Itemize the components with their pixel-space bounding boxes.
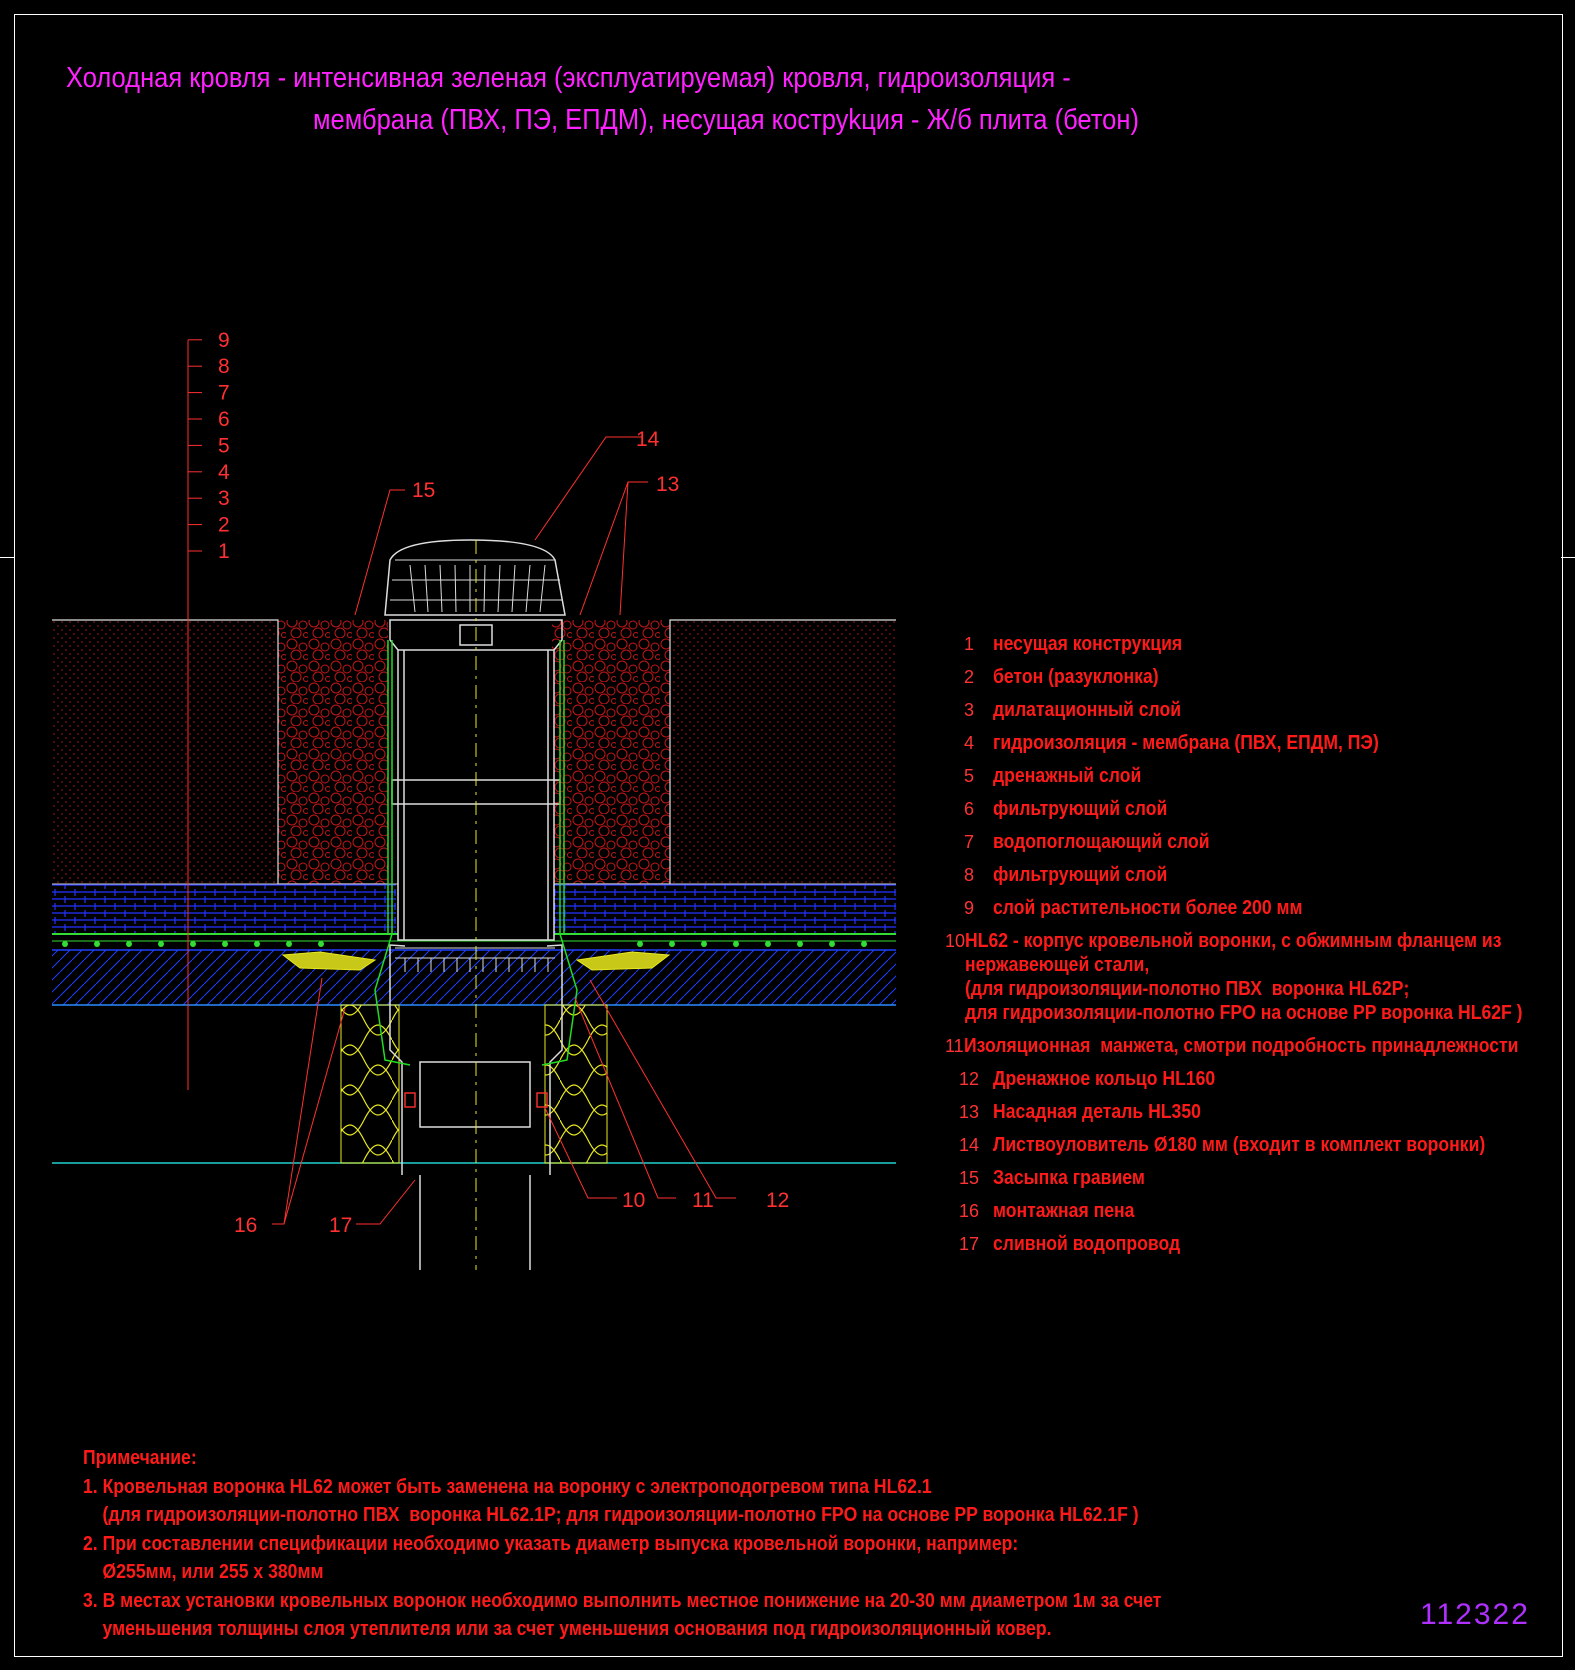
legend-number: 3 [963, 700, 974, 720]
callout-14: 14 [636, 428, 660, 451]
legend-text: монтажная пена [993, 1200, 1135, 1222]
scale-label: 8 [218, 355, 230, 378]
legend-text: слой растительности более 200 мм [993, 897, 1303, 919]
legend-item: 17 сливной водопровод [945, 1232, 1565, 1256]
legend-number: 1 [963, 634, 974, 654]
legend-item: 13 Насадная деталь HL350 [945, 1100, 1565, 1124]
callout-12: 12 [766, 1189, 789, 1212]
callout-16: 16 [234, 1214, 257, 1237]
legend-item: 3 дилатационный слой [945, 698, 1565, 722]
drawing-code: 112322 [1420, 1598, 1530, 1631]
legend-number: 7 [963, 832, 974, 852]
legend-number: 13 [958, 1102, 980, 1122]
scale-label: 3 [218, 487, 230, 510]
note-1b: (для гидроизоляции-полотно ПВХ воронка H… [83, 1504, 1139, 1526]
legend-text: сливной водопровод [993, 1233, 1181, 1255]
legend-text: Изоляционная манжета, смотри подробность… [963, 1035, 1519, 1057]
legend-text: дилатационный слой [993, 699, 1182, 721]
legend-text: HL62 - корпус кровельной воронки, с обжи… [965, 930, 1523, 1024]
legend-text: дренажный слой [993, 765, 1142, 787]
legend-text: Засыпка гравием [993, 1167, 1145, 1189]
scale-label: 4 [218, 461, 230, 484]
scale-label: 1 [218, 540, 230, 563]
callout-17: 17 [329, 1214, 352, 1237]
legend-item: 9 слой растительности более 200 мм [945, 896, 1565, 920]
callout-10: 10 [622, 1189, 645, 1212]
scale-label: 6 [218, 408, 230, 431]
title-line-2: мембрана (ПВХ, ПЭ, ЕПДМ), несущая костру… [313, 104, 1139, 136]
legend-number: 17 [958, 1234, 980, 1254]
legend-number: 6 [963, 799, 974, 819]
legend-item: 6 фильтрующий слой [945, 797, 1565, 821]
legend-item: 8 фильтрующий слой [945, 863, 1565, 887]
legend-number: 4 [963, 733, 974, 753]
legend-item: 15 Засыпка гравием [945, 1166, 1565, 1190]
legend-number: 11 [945, 1036, 964, 1056]
legend-text: Дренажное кольцо HL160 [993, 1068, 1216, 1090]
title-line-1: Холодная кровля - интенсивная зеленая (э… [66, 62, 1071, 94]
note-2b: Ø255мм, или 255 x 380мм [83, 1561, 324, 1583]
legend-number: 15 [958, 1168, 980, 1188]
frame-tick-right [1561, 557, 1575, 558]
scale-label: 9 [218, 329, 230, 352]
callout-15: 15 [412, 479, 435, 502]
legend-item: 1 несущая конструкция [945, 632, 1565, 656]
legend-item: 12 Дренажное кольцо HL160 [945, 1067, 1565, 1091]
legend-text: фильтрующий слой [993, 798, 1168, 820]
legend-number: 2 [963, 667, 974, 687]
notes-heading: Примечание: [83, 1447, 197, 1469]
legend: 1 несущая конструкция 2 бетон (разуклонка) 3… [945, 632, 1565, 1265]
legend-text: водопоглощающий слой [993, 831, 1210, 853]
legend-number: 5 [963, 766, 974, 786]
legend-item: 7 водопоглощающий слой [945, 830, 1565, 854]
legend-number: 16 [958, 1201, 980, 1221]
legend-number: 10 [945, 931, 966, 951]
legend-text: Листвоуловитель Ø180 мм (входит в компле… [993, 1134, 1486, 1156]
legend-item: 16 монтажная пена [945, 1199, 1565, 1223]
notes: Примечание: 1. Кровельная воронка HL62 м… [83, 1444, 1308, 1644]
legend-text: фильтрующий слой [993, 864, 1168, 886]
note-3a: 3. В местах установки кровельных воронок… [83, 1589, 1162, 1612]
legend-text: бетон (разуклонка) [993, 666, 1159, 688]
note-2a: 2. При составлении спецификации необходи… [83, 1532, 1019, 1555]
legend-item: 5 дренажный слой [945, 764, 1565, 788]
scale-label: 2 [218, 514, 230, 537]
legend-item: 2 бетон (разуклонка) [945, 665, 1565, 689]
note-3b: уменьшения толщины слоя утеплителя или з… [83, 1618, 1052, 1640]
scale-label: 5 [218, 434, 230, 457]
legend-item: 4 гидроизоляция - мембрана (ПВХ, ЕПДМ, ПЭ… [945, 731, 1565, 755]
legend-number: 8 [963, 865, 974, 885]
frame-tick-left [0, 557, 14, 558]
note-1a: 1. Кровельная воронка HL62 может быть за… [83, 1475, 932, 1498]
legend-item: 14 Листвоуловитель Ø180 мм (входит в комп… [945, 1133, 1565, 1157]
legend-number: 9 [963, 898, 974, 918]
legend-text: гидроизоляция - мембрана (ПВХ, ЕПДМ, ПЭ) [993, 732, 1379, 754]
legend-number: 14 [958, 1135, 980, 1155]
callout-11: 11 [692, 1189, 714, 1212]
scale-label: 7 [218, 382, 230, 405]
legend-text: Насадная деталь HL350 [993, 1101, 1201, 1123]
callout-13: 13 [656, 473, 679, 496]
drawing-frame [14, 14, 1563, 1657]
legend-number: 12 [958, 1069, 980, 1089]
legend-text: несущая конструкция [993, 633, 1183, 655]
